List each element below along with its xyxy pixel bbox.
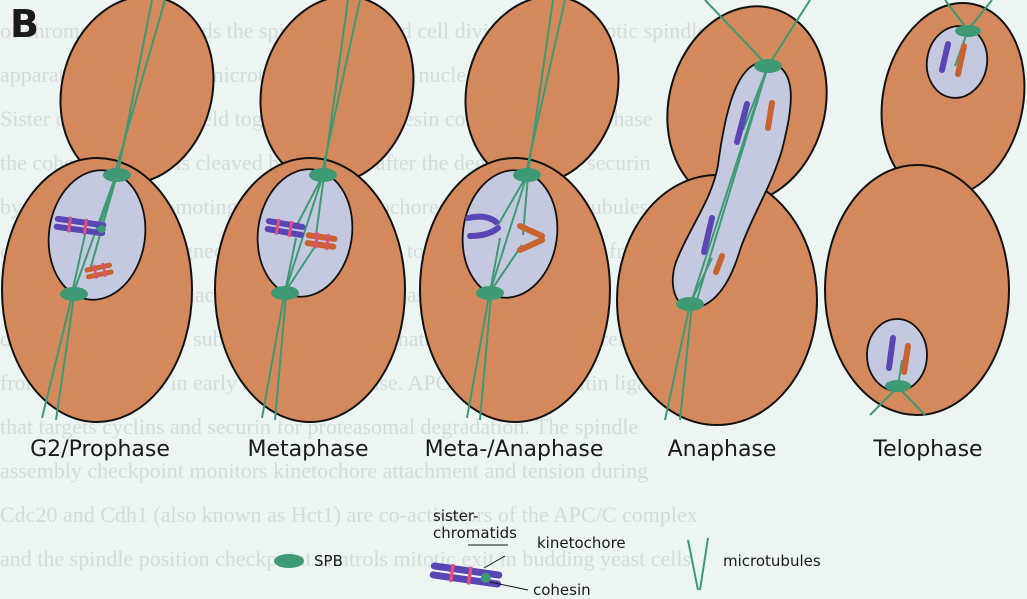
legend-spb-symbol [274, 554, 304, 568]
cell-metaphase [215, 0, 434, 422]
spb-bottom [271, 286, 299, 300]
legend-chromatid-symbol [429, 545, 528, 590]
cell-g2-prophase [2, 0, 234, 422]
cell-anaphase [617, 0, 848, 425]
panel-label: B [10, 2, 39, 46]
label-g2-prophase: G2/Prophase [30, 437, 170, 462]
legend-cohesin-label: cohesin [533, 582, 591, 599]
label-metaphase: Metaphase [247, 437, 368, 462]
spb-bottom [885, 380, 911, 392]
label-meta-anaphase: Meta-/Anaphase [425, 437, 604, 462]
spb-top [955, 25, 981, 37]
spb-top [754, 59, 782, 73]
label-anaphase: Anaphase [668, 437, 777, 462]
cell-telophase [825, 0, 1027, 415]
legend-microtubule-symbol [688, 538, 708, 590]
legend-microtubules-label: microtubules [723, 553, 821, 570]
spb-top [513, 168, 541, 182]
cell-meta-anaphase [420, 0, 639, 422]
label-telophase: Telophase [873, 437, 982, 462]
spb-top [103, 168, 131, 182]
legend-kinetochore-label: kinetochore [537, 535, 626, 552]
legend-spb-label: SPB [314, 553, 343, 570]
spb-bottom [476, 286, 504, 300]
spb-top [309, 168, 337, 182]
legend-sister-line1: sister- [433, 508, 479, 525]
legend-sister-line2: chromatids [433, 525, 517, 542]
spb-bottom [60, 287, 88, 301]
spb-bottom [676, 297, 704, 311]
